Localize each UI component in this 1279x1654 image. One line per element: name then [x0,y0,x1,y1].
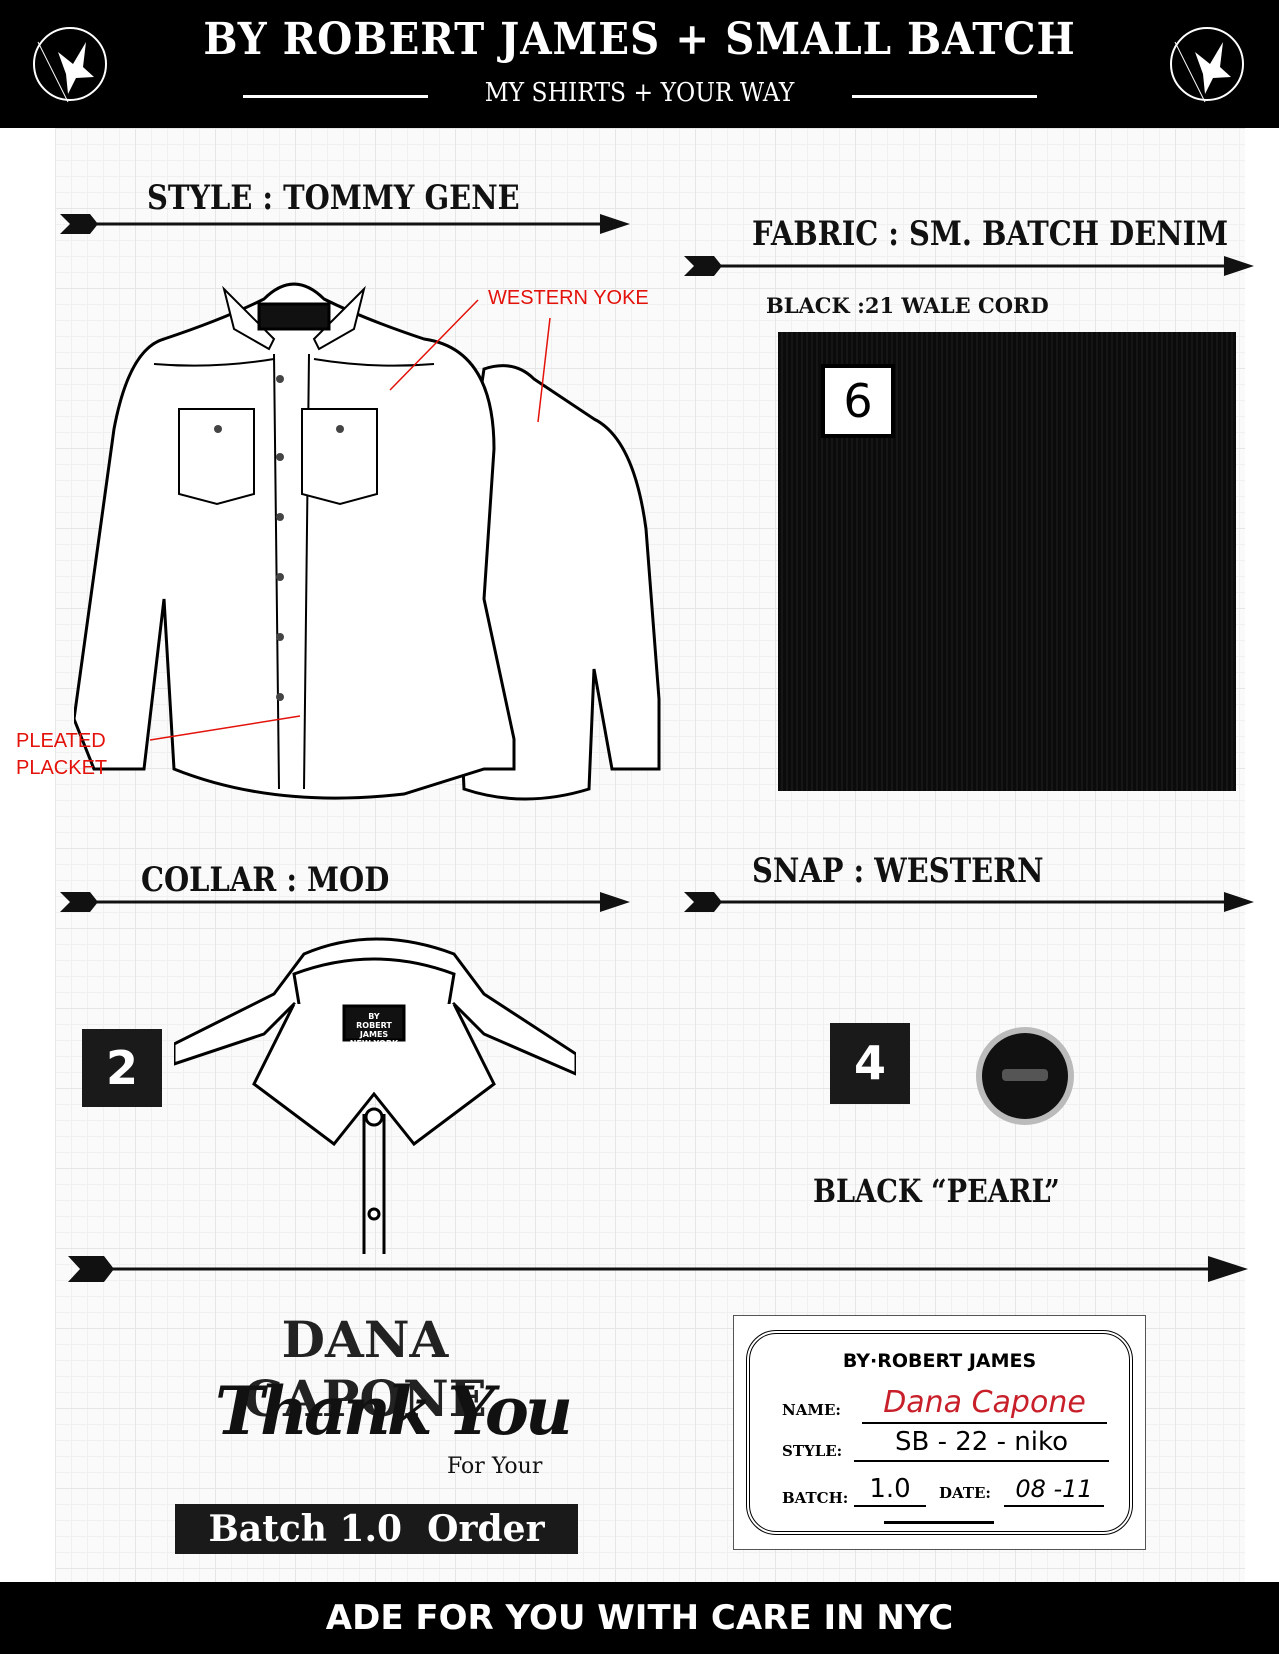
arrow-icon [684,256,1254,276]
pleated-placket-callout: PLEATED PLACKET [16,728,107,782]
arrow-icon [60,892,630,912]
for-your-text: For Your [447,1454,543,1479]
thank-you-script: Thank You [215,1372,573,1450]
bird-logo-icon [33,27,107,103]
label-style-label: STYLE: [782,1442,843,1460]
snap-title: SNAP : WESTERN [752,851,1044,891]
label-name-label: NAME: [782,1401,841,1419]
label-date-label: DATE: [939,1484,991,1502]
collar-illustration [174,937,576,1254]
label-ornament [884,1521,994,1524]
brand-title: BY ROBERT JAMES + SMALL BATCH [203,14,1076,65]
shirt-illustration [74,282,661,801]
callout-line-1: PLEATED [16,730,106,752]
fabric-subtitle: BLACK :21 WALE CORD [766,293,1049,318]
collar-title: COLLAR : MOD [141,860,390,900]
label-batch-value: 1.0 [854,1473,926,1507]
arrow-icon [684,892,1254,912]
brand-subtitle: MY SHIRTS + YOUR WAY [484,78,795,108]
tag-line: ROBERT JAMES [356,1021,392,1039]
collar-number-badge: 2 [82,1029,162,1107]
tag-line: BY [368,1012,380,1021]
fabric-title: FABRIC : SM. BATCH DENIM [752,214,1229,254]
label-date-value: 08 -11 [1004,1473,1104,1507]
order-label-card: BY·ROBERT JAMES NAME: Dana Capone STYLE:… [733,1315,1146,1550]
label-border [746,1330,1133,1535]
arrow-icon [60,214,630,234]
label-name-value: Dana Capone [862,1384,1107,1424]
header-banner: BY ROBERT JAMES + SMALL BATCH MY SHIRTS … [0,0,1279,128]
snap-button-icon [976,1027,1074,1125]
label-style-value: SB - 22 - niko [854,1424,1109,1462]
arrow-icon [68,1256,1248,1282]
snap-name: BLACK “PEARL” [813,1172,1060,1210]
callout-line-2: PLACKET [16,757,108,779]
divider [852,95,1037,98]
style-title: STYLE : TOMMY GENE [147,178,520,218]
fabric-swatch [778,332,1236,791]
label-brand: BY·ROBERT JAMES [842,1350,1037,1372]
fabric-number-badge: 6 [821,364,895,438]
western-yoke-callout: WESTERN YOKE [488,287,649,309]
customer-name: DANA CAPONE [243,1310,487,1428]
tag-line: NEW YORK [349,1039,399,1048]
label-batch-label: BATCH: [782,1489,849,1507]
batch-order-banner: Batch 1.0 Order [175,1504,578,1554]
footer-banner: ADE FOR YOU WITH CARE IN NYC [0,1582,1279,1654]
divider [243,95,428,98]
snap-number-badge: 4 [830,1023,910,1104]
bird-logo-icon [1170,27,1244,103]
